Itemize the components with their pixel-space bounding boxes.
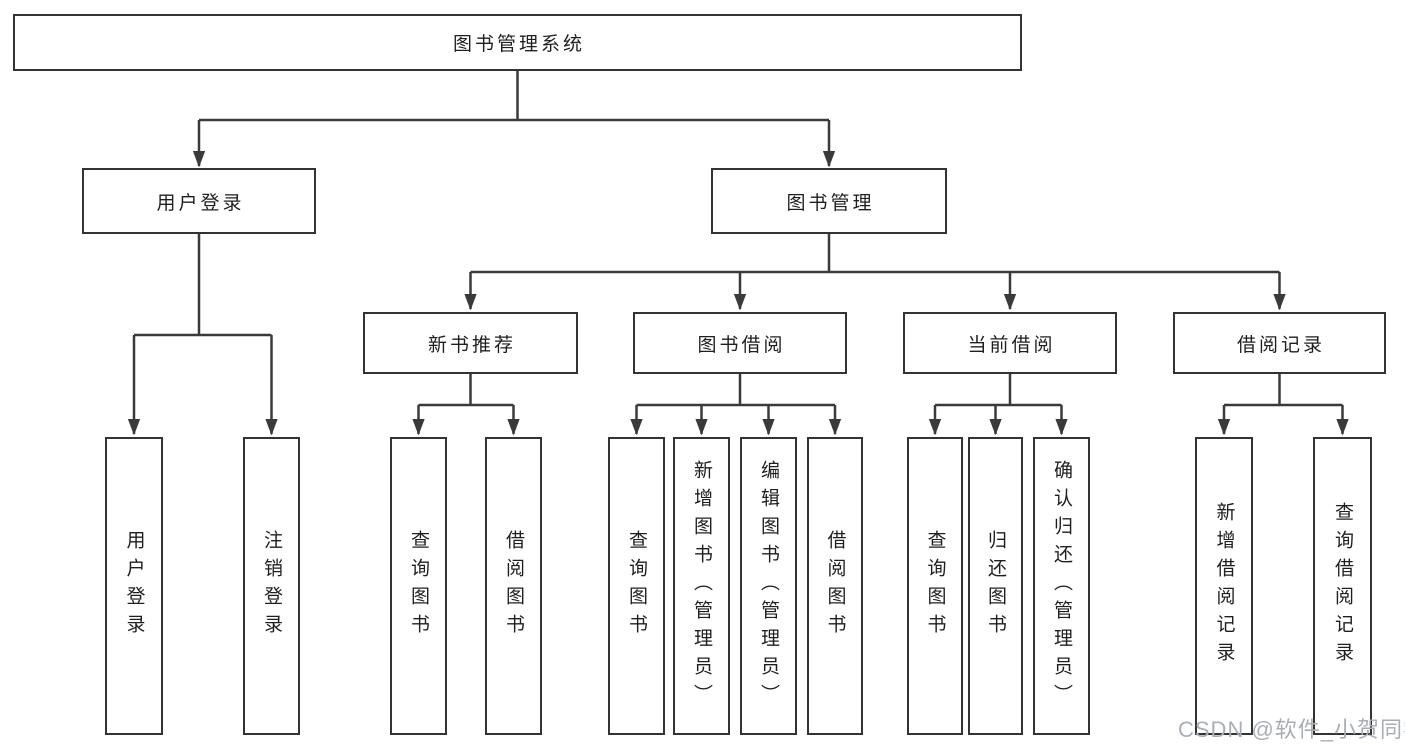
leaf-label: 查询借阅记录	[1332, 502, 1353, 670]
leaf-query-books-1: 查询图书	[390, 437, 447, 735]
leaf-label: 查询图书	[626, 530, 647, 642]
leaf-label: 查询图书	[408, 530, 429, 642]
node-label: 图书借阅	[697, 334, 786, 356]
node-label: 当前借阅	[967, 334, 1056, 356]
node-book-borrow: 图书借阅	[633, 312, 847, 374]
leaf-borrow-books-1: 借阅图书	[485, 437, 542, 735]
node-current-borrow: 当前借阅	[903, 312, 1117, 374]
leaf-label: 新增借阅记录	[1213, 502, 1235, 670]
node-root: 图书管理系统	[13, 14, 1022, 71]
leaf-logout: 注销登录	[243, 437, 300, 735]
leaf-borrow-books-2: 借阅图书	[807, 437, 863, 735]
leaf-label: 编辑图书（管理员）	[758, 460, 779, 712]
node-borrow-records: 借阅记录	[1173, 312, 1386, 374]
leaf-label: 确认归还（管理员）	[1051, 460, 1072, 712]
csdn-watermark: CSDN @软件_小贺同学	[1178, 717, 1405, 742]
leaf-label: 注销登录	[261, 530, 282, 642]
leaf-return-book: 归还图书	[968, 437, 1023, 735]
node-user-login-group: 用户登录	[82, 168, 316, 234]
leaf-label: 归还图书	[985, 530, 1006, 642]
node-label: 用户登录	[156, 192, 245, 214]
node-book-management: 图书管理	[711, 168, 947, 234]
node-new-book-recommend: 新书推荐	[363, 312, 578, 374]
leaf-query-books-2: 查询图书	[608, 437, 665, 735]
leaf-add-borrow-record: 新增借阅记录	[1195, 437, 1253, 735]
leaf-label: 借阅图书	[824, 530, 846, 642]
leaf-add-book-admin: 新增图书（管理员）	[673, 437, 730, 735]
node-label: 新书推荐	[427, 334, 516, 356]
leaf-label: 新增图书（管理员）	[691, 460, 712, 712]
leaf-label: 查询图书	[924, 530, 946, 642]
node-label: 图书管理	[786, 192, 875, 214]
leaf-query-borrow-record: 查询借阅记录	[1313, 437, 1372, 735]
node-root-label: 图书管理系统	[452, 34, 585, 55]
leaf-confirm-return-admin: 确认归还（管理员）	[1033, 437, 1090, 735]
leaf-query-books-3: 查询图书	[907, 437, 963, 735]
leaf-label: 用户登录	[123, 530, 145, 642]
leaf-user-login: 用户登录	[105, 437, 163, 735]
node-label: 借阅记录	[1236, 334, 1325, 356]
leaf-edit-book-admin: 编辑图书（管理员）	[740, 437, 797, 735]
leaf-label: 借阅图书	[503, 530, 524, 642]
